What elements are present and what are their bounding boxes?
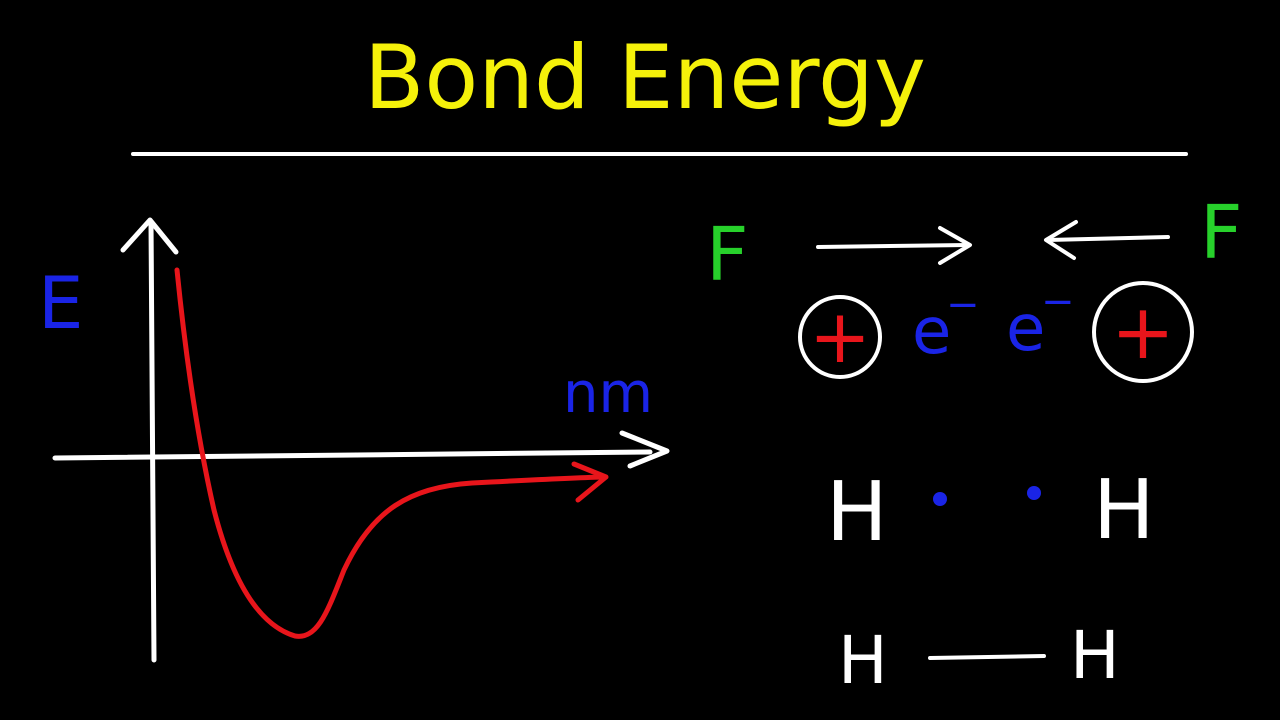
y-axis-arrowhead xyxy=(120,217,179,255)
x-axis-label: nm xyxy=(563,361,653,426)
x-axis-arrowhead xyxy=(619,430,670,469)
electron-right-charge: − xyxy=(1041,279,1075,325)
hydrogen-dot-structure: H H xyxy=(826,463,1155,560)
nucleus-left xyxy=(798,295,882,379)
proton-right: + xyxy=(1111,287,1175,376)
single-bond-line xyxy=(928,654,1046,660)
bond-hydrogen-left: H xyxy=(838,622,888,699)
electron-dot-left xyxy=(933,492,947,506)
force-label-left: F xyxy=(706,212,749,298)
energy-curve xyxy=(174,267,605,639)
force-label-right: F xyxy=(1200,190,1243,276)
fluorine-attraction: F F + + e − e − xyxy=(706,190,1243,383)
electron-dot-right xyxy=(1027,486,1041,500)
proton-left: + xyxy=(809,294,871,380)
potential-energy-graph: E nm xyxy=(38,217,670,663)
electron-left: e xyxy=(912,295,951,369)
hydrogen-right: H xyxy=(1093,463,1155,558)
y-axis-label: E xyxy=(38,261,84,345)
bond-hydrogen-right: H xyxy=(1070,617,1120,694)
nucleus-right xyxy=(1092,281,1194,383)
page-title: Bond Energy xyxy=(364,26,926,129)
electron-left-charge: − xyxy=(946,282,980,328)
arrow-right xyxy=(816,243,970,249)
arrow-left xyxy=(1046,235,1170,242)
arrow-left-head xyxy=(1044,220,1078,260)
x-axis xyxy=(52,449,653,461)
hydrogen-left: H xyxy=(826,465,888,560)
energy-curve-arrowhead xyxy=(571,461,609,503)
y-axis xyxy=(148,219,157,663)
arrow-right-head xyxy=(938,226,972,265)
hydrogen-bond-structure: H H xyxy=(838,617,1120,699)
electron-right: e xyxy=(1006,292,1045,366)
